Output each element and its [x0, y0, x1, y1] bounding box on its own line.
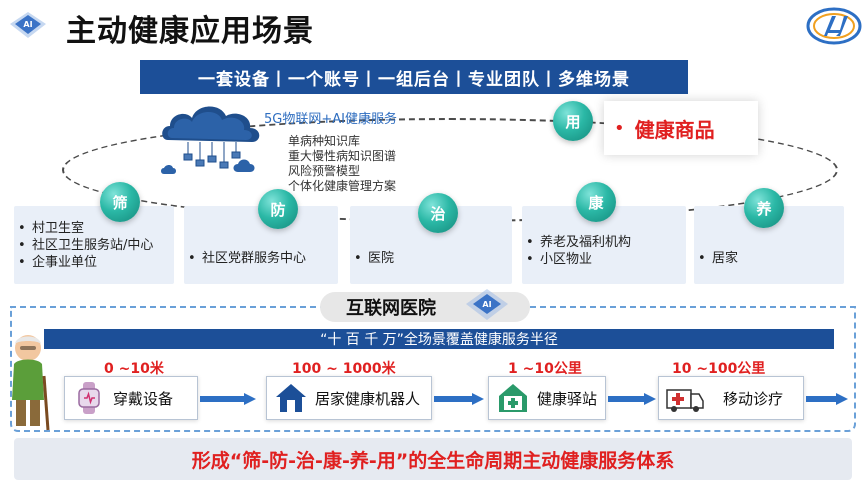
health-product-label: 健康商品 [634, 117, 715, 142]
service-label: 健康驿站 [537, 389, 598, 408]
cloud-network-icon [161, 106, 260, 174]
smartwatch-icon [78, 382, 100, 414]
page-title: 主动健康应用场景 [66, 14, 314, 49]
ai-chip-hospital-icon: AI [466, 289, 508, 320]
service-label: 移动诊疗 [723, 389, 784, 408]
stage-card-rehab: 养老及福利机构 小区物业 [522, 206, 686, 284]
list-item: 企事业单位 [14, 254, 174, 271]
stage-card-screen: 村卫生室 社区卫生服务站/中心 企事业单位 [14, 206, 174, 284]
stage-circle-prevent: 防 [258, 189, 298, 229]
list-item: 村卫生室 [14, 220, 174, 237]
service-box-robot: 居家健康机器人 [266, 376, 432, 420]
stage-circle-care: 养 [744, 188, 784, 228]
bullet-dot: • [614, 117, 625, 139]
stage-circle-rehab: 康 [576, 182, 616, 222]
list-item: 社区卫生服务站/中心 [14, 237, 174, 254]
stage-circle-screen: 筛 [100, 182, 140, 222]
arrow-right-icon [434, 393, 484, 405]
knowledge-list: 单病种知识库 重大慢性病知识图谱 风险预警模型 个体化健康管理方案 [288, 134, 396, 194]
range-label: 0 ~10米 [104, 361, 164, 377]
service-label: 穿戴设备 [113, 389, 174, 408]
range-label: 10 ~100公里 [672, 361, 766, 377]
company-logo-icon [806, 7, 862, 45]
coverage-frame [10, 306, 856, 432]
arrow-right-icon [200, 393, 256, 405]
list-item: 养老及福利机构 [522, 234, 686, 251]
service-box-station: 健康驿站 [488, 376, 606, 420]
elderly-person-icon [12, 335, 50, 431]
stage-circle-treat: 治 [418, 193, 458, 233]
feature-banner: 一套设备丨一个账号丨一组后台丨专业团队丨多维场景 [140, 60, 688, 94]
iot-ai-service-label: 5G物联网+AI健康服务 [264, 112, 397, 127]
health-product-box: • 健康商品 [604, 101, 758, 155]
knowledge-item: 重大慢性病知识图谱 [288, 149, 397, 163]
svg-text:AI: AI [482, 300, 491, 309]
service-label: 居家健康机器人 [315, 389, 421, 408]
coverage-banner: “十 百 千 万”全场景覆盖健康服务半径 [44, 329, 834, 349]
arrow-right-icon [806, 393, 848, 405]
health-station-icon [499, 384, 527, 412]
list-item: 居家 [694, 250, 844, 267]
range-label: 1 ~10公里 [508, 361, 582, 377]
range-label: 100 ~ 1000米 [292, 361, 396, 377]
ambulance-icon [666, 389, 704, 412]
list-item: 医院 [350, 250, 512, 267]
knowledge-item: 单病种知识库 [288, 134, 361, 148]
conclusion-bar: 形成“筛-防-治-康-养-用”的全生命周期主动健康服务体系 [14, 438, 852, 480]
service-box-wearable: 穿戴设备 [64, 376, 198, 420]
stage-circle-use: 用 [553, 101, 593, 141]
knowledge-item: 风险预警模型 [288, 164, 361, 178]
list-item: 小区物业 [522, 251, 686, 268]
home-icon [276, 384, 306, 412]
list-item: 社区党群服务中心 [184, 250, 338, 267]
stage-card-treat: 医院 [350, 206, 512, 284]
arrow-right-icon [608, 393, 656, 405]
service-box-mobile: 移动诊疗 [658, 376, 804, 420]
knowledge-item: 个体化健康管理方案 [288, 179, 397, 193]
ai-chip-logo-icon: AI [10, 12, 46, 38]
svg-text:AI: AI [23, 20, 32, 29]
